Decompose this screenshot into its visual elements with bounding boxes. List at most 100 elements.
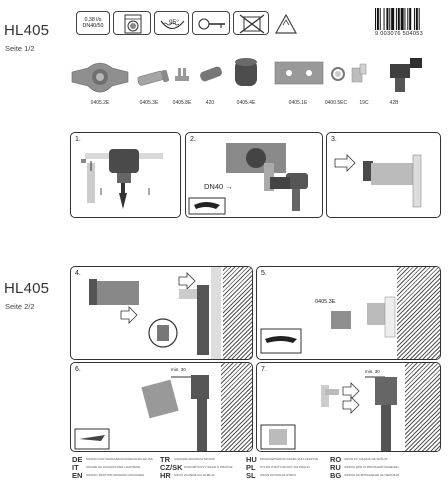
barcode-bar xyxy=(395,8,397,30)
language-code: IT xyxy=(72,463,79,472)
language-code: RO xyxy=(330,455,342,464)
step-6-number: 6. xyxy=(75,366,81,373)
language-description: ÇAMAŞIR MAKİNASI SİFONU xyxy=(174,457,216,461)
page-2-seite: Seite 2/2 xyxy=(5,302,35,311)
step-5-part-label: 0405.3E xyxy=(315,299,336,305)
step-5-illustration xyxy=(260,296,396,354)
step-2-illustration xyxy=(188,143,308,215)
temp-label: 95° xyxy=(169,19,179,26)
washing-machine-icon xyxy=(113,11,151,35)
barcode-bar xyxy=(389,8,391,30)
language-code: RU xyxy=(330,463,341,472)
step-2-note: DN40 → xyxy=(204,182,233,191)
language-description: SIFONE DA INCASSO PER LAVATRICE xyxy=(86,465,141,469)
pipe-part xyxy=(137,69,170,86)
language-description: SIFON ZA PRALNI STROJ xyxy=(260,473,297,477)
step-3-number: 3. xyxy=(331,136,337,143)
step-4-wall xyxy=(223,267,252,359)
step-7-panel: 7. min. 30 xyxy=(256,362,441,452)
step-7-illustration xyxy=(260,376,397,451)
barcode-bar xyxy=(391,8,395,30)
step-4-panel: 4. xyxy=(70,266,253,360)
language-code: DE xyxy=(72,455,83,464)
part-label: 420 xyxy=(205,100,215,106)
step-2-panel: 2. DN40 → xyxy=(185,132,323,218)
step-5-wall xyxy=(397,267,440,359)
part-label: 0405.3E xyxy=(139,100,159,106)
barcode xyxy=(374,8,440,32)
part-label: 0405.1E xyxy=(288,100,308,106)
no-disposal-icon xyxy=(233,11,269,35)
step-6-wall xyxy=(221,363,252,451)
barcode-bar xyxy=(418,8,420,30)
barcode-number: 9 003076 504053 xyxy=(375,31,424,37)
step-2-number: 2. xyxy=(190,136,196,143)
step-5-panel: 5. 0405.3E xyxy=(256,266,441,360)
step-1-number: 1. xyxy=(75,136,81,143)
step-7-dimension: min. 30 xyxy=(365,369,380,374)
barcode-bar xyxy=(415,8,418,30)
language-description: SIFON PT. MAŞINĂ DE SPĂLAT xyxy=(344,457,388,461)
language-code: SL xyxy=(246,471,256,480)
barcode-bar xyxy=(407,8,409,30)
page-1-seite: Seite 1/2 xyxy=(5,44,35,53)
part-label: 19C xyxy=(359,100,369,106)
language-description: PODOMÍTKOVÝ SIFON K PRAČCE xyxy=(184,465,233,469)
hose-connector-part xyxy=(331,67,345,81)
barcode-bar xyxy=(413,8,415,30)
recycling-icon xyxy=(274,13,298,35)
elbow-part xyxy=(351,63,367,83)
language-code: EN xyxy=(72,471,83,480)
step-3-illustration xyxy=(334,154,422,208)
step-1-illustration xyxy=(81,149,163,209)
step-5-number: 5. xyxy=(261,270,267,277)
language-description: SIFON ZA PERILICU RUBLJA xyxy=(174,473,215,477)
barcode-bar xyxy=(383,8,385,30)
cover-plate-part xyxy=(274,61,324,85)
language-description: MOSOGÉPSZIFON FALBA SÜLLYESZTVE xyxy=(260,457,319,461)
step-7-wall xyxy=(405,363,440,451)
page-2-model: HL405 xyxy=(4,280,50,297)
barcode-bar xyxy=(376,8,379,30)
step-7-number: 7. xyxy=(261,366,267,373)
language-code: PL xyxy=(246,463,256,472)
siphon-trap-part xyxy=(390,58,422,92)
part-label: 0400.5EC xyxy=(324,100,348,106)
flow-spec-box: 0,38 l/s DN40/50 xyxy=(76,11,110,35)
part-label: 0405.4E xyxy=(236,100,256,106)
part-label: 42B xyxy=(389,100,399,106)
step-6-panel: 6. min. 30 xyxy=(70,362,253,452)
language-description: SYFON PODTYNKOWY DO PRALKI xyxy=(260,465,310,469)
language-code: HU xyxy=(246,455,257,464)
step-1-panel: 1. xyxy=(70,132,181,218)
sleeve-part xyxy=(235,58,257,86)
barcode-bar xyxy=(375,8,376,30)
language-description: SIPHON FÜR WASCHMASCHINENANSCHLUSS xyxy=(86,457,153,461)
barcode-bar xyxy=(386,8,389,30)
language-code: BG xyxy=(330,471,342,480)
dn-spec-text: DN40/50 xyxy=(82,23,104,29)
step-4-illustration xyxy=(89,267,221,359)
language-description: СИФОН ЗА ВГРАЖДАНЕ ЗА ПЕРАЛНЯ xyxy=(344,473,399,477)
barcode-bar xyxy=(404,8,406,30)
language-description: СИФОН ДЛЯ СТИРАЛЬНОЙ МАШИНЫ xyxy=(344,465,399,469)
part-label: 0405.8E xyxy=(172,100,192,106)
language-code: HR xyxy=(160,471,171,480)
step-6-dimension: min. 30 xyxy=(171,367,186,372)
hot-water-temp-box: 95° xyxy=(154,11,189,35)
basin-icon xyxy=(160,20,185,30)
key-wrench-icon xyxy=(192,11,230,35)
barcode-bar xyxy=(400,8,404,30)
language-code: TR xyxy=(160,455,170,464)
page-1-model: HL405 xyxy=(4,22,50,39)
language-description: SIPHON TRAPTOR WASHING MACHINES xyxy=(86,473,145,477)
clip-part xyxy=(175,68,189,81)
barcode-bar xyxy=(397,8,400,30)
flow-spec-text: 0,38 l/s xyxy=(84,17,102,23)
barcode-bar xyxy=(409,8,412,30)
connector-part xyxy=(200,66,222,82)
step-6-illustration xyxy=(74,375,209,451)
language-code: CZ/SK xyxy=(160,463,183,472)
flange-plate-part xyxy=(71,62,129,93)
part-label: 0405.2E xyxy=(90,100,110,106)
